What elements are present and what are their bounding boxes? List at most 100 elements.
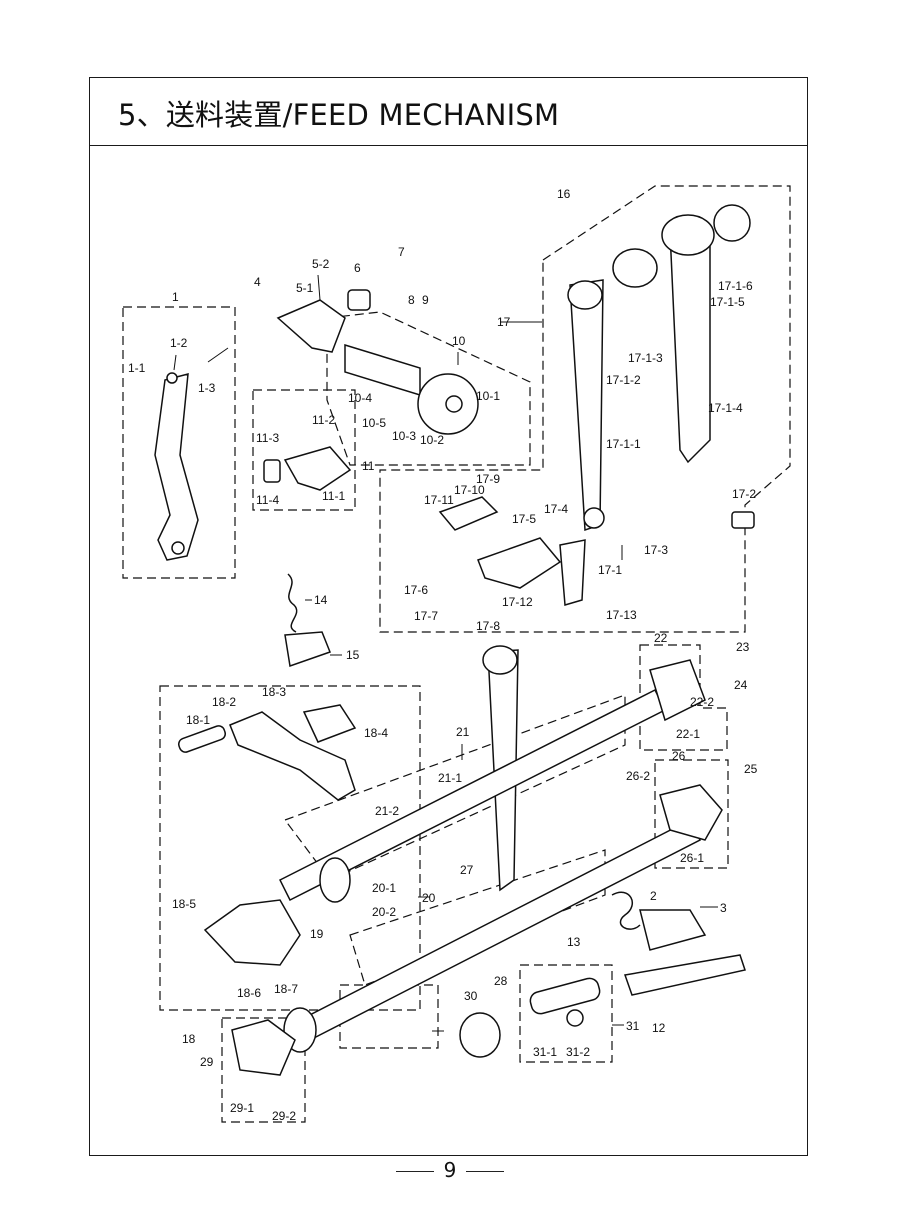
feed-link-17-5: [477, 537, 562, 589]
callout-31-1: 31-1: [533, 1045, 557, 1059]
callout-17-1-1: 17-1-1: [606, 437, 641, 451]
presser-12: [623, 954, 746, 996]
callout-18-6: 18-6: [237, 986, 261, 1000]
pin-18-1: [177, 725, 227, 753]
group-11-boundary: [252, 389, 356, 511]
callout-18-4: 18-4: [364, 726, 388, 740]
title-bar: 5、送料装置/FEED MECHANISM: [90, 78, 807, 146]
callout-18-3: 18-3: [262, 685, 286, 699]
group-29-boundary: [221, 1017, 306, 1123]
callout-29-2: 29-2: [272, 1109, 296, 1123]
crank-29: [231, 1019, 296, 1076]
callout-7: 7: [398, 245, 405, 259]
callout-20-2-upper: 20-2: [372, 905, 396, 919]
collar-20-1: [319, 857, 351, 903]
callout-17-13: 17-13: [606, 608, 637, 622]
callout-25: 25: [744, 762, 758, 776]
page-number: 9: [443, 1158, 457, 1182]
callout-15: 15: [346, 648, 360, 662]
plate-15: [284, 631, 331, 668]
dash-left: [395, 1171, 434, 1172]
callout-17-10-top: 17-10: [454, 483, 485, 497]
group-18-boundary: [159, 685, 421, 1011]
leader-lines: [173, 274, 718, 1032]
callout-10-2: 10-2: [420, 433, 444, 447]
pin-17-2: [731, 511, 755, 529]
pin-11-4: [263, 459, 281, 483]
callout-21: 21: [456, 725, 470, 739]
callout-23: 23: [736, 640, 750, 654]
callout-8: 8: [408, 293, 415, 307]
crank-26: [659, 784, 723, 841]
callout-1-3: 1-3: [198, 381, 216, 395]
callout-18: 18: [182, 1032, 196, 1046]
callout-27: 27: [460, 863, 474, 877]
link-block-11-1: [283, 446, 352, 491]
callout-17-3: 17-3: [644, 543, 668, 557]
callout-11-3: 11-3: [256, 431, 279, 445]
callout-17-6: 17-6: [404, 583, 428, 597]
group-22-boundary: [639, 644, 728, 751]
callout-12: 12: [652, 1021, 666, 1035]
callout-17-5: 17-5: [512, 512, 536, 526]
ring-31-2: [566, 1009, 584, 1027]
callout-17-2: 17-2: [732, 487, 756, 501]
lever-hole-top: [166, 372, 178, 384]
callout-22: 22: [654, 631, 668, 645]
part-drawings: [154, 204, 755, 1076]
callout-17-12: 17-12: [502, 595, 533, 609]
callout-18-5: 18-5: [172, 897, 196, 911]
assembly-boundaries: [122, 185, 791, 1123]
callout-29-1: 29-1: [230, 1101, 254, 1115]
callout-26: 26: [672, 749, 686, 763]
callout-26-1: 26-1: [680, 851, 704, 865]
callout-31: 31: [626, 1019, 640, 1033]
feed-link-17-11: [438, 496, 499, 531]
callout-10: 10: [452, 334, 466, 348]
callout-11-2: 11-2: [312, 413, 335, 427]
bearing-17-1-3: [612, 248, 658, 288]
roller-30: [459, 1012, 501, 1058]
callout-16: 16: [557, 187, 571, 201]
spring-14: [287, 573, 298, 633]
callout-17-7: 17-7: [414, 609, 438, 623]
callout-20-1-upper: 20-1: [372, 881, 396, 895]
callout-10-4: 10-4: [348, 391, 372, 405]
rod-eye-top: [567, 280, 603, 310]
callout-5-2: 5-2: [312, 257, 330, 271]
feed-dog-18-4: [302, 704, 357, 743]
callout-10-5: 10-5: [362, 416, 386, 430]
feed-lever-1-2: [154, 373, 199, 561]
callout-22-2: 22-2: [690, 695, 714, 709]
callout-17-1-5: 17-1-5: [710, 295, 745, 309]
callout-labels: 1 1-1 1-2 1-3 2 3 4 5-1 5-2 6 7 8 9 10 1…: [128, 187, 758, 1123]
callout-1: 1: [172, 290, 179, 304]
dash-right: [466, 1171, 505, 1172]
callout-13: 13: [567, 935, 581, 949]
group-31-boundary: [519, 964, 613, 1063]
crank-22: [649, 659, 706, 722]
callout-17-4: 17-4: [544, 502, 568, 516]
callout-11: 11: [362, 459, 375, 473]
callout-31-2: 31-2: [566, 1045, 590, 1059]
callout-17-1-6: 17-1-6: [718, 279, 753, 293]
crank-5-1: [276, 299, 346, 353]
callout-5-1: 5-1: [296, 281, 314, 295]
group-21-1-boundary: [349, 849, 606, 986]
callout-2: 2: [650, 889, 657, 903]
crank-18-5: [203, 899, 301, 966]
callout-17-9-top: 17-9: [476, 472, 500, 486]
callout-14: 14: [314, 593, 328, 607]
callout-20-upper: 20: [422, 891, 436, 905]
callout-18-1: 18-1: [186, 713, 210, 727]
feed-cam-10: [344, 343, 421, 397]
page-number-row: 9: [0, 1158, 900, 1182]
bracket-17-12: [559, 539, 586, 606]
callout-10-1: 10-1: [476, 389, 500, 403]
group-1-boundary: [122, 306, 236, 579]
callout-17-1-2: 17-1-2: [606, 373, 641, 387]
callout-17-1-4: 17-1-4: [708, 401, 743, 415]
page-frame: 5、送料装置/FEED MECHANISM: [89, 77, 808, 1156]
callout-29: 29: [200, 1055, 214, 1069]
